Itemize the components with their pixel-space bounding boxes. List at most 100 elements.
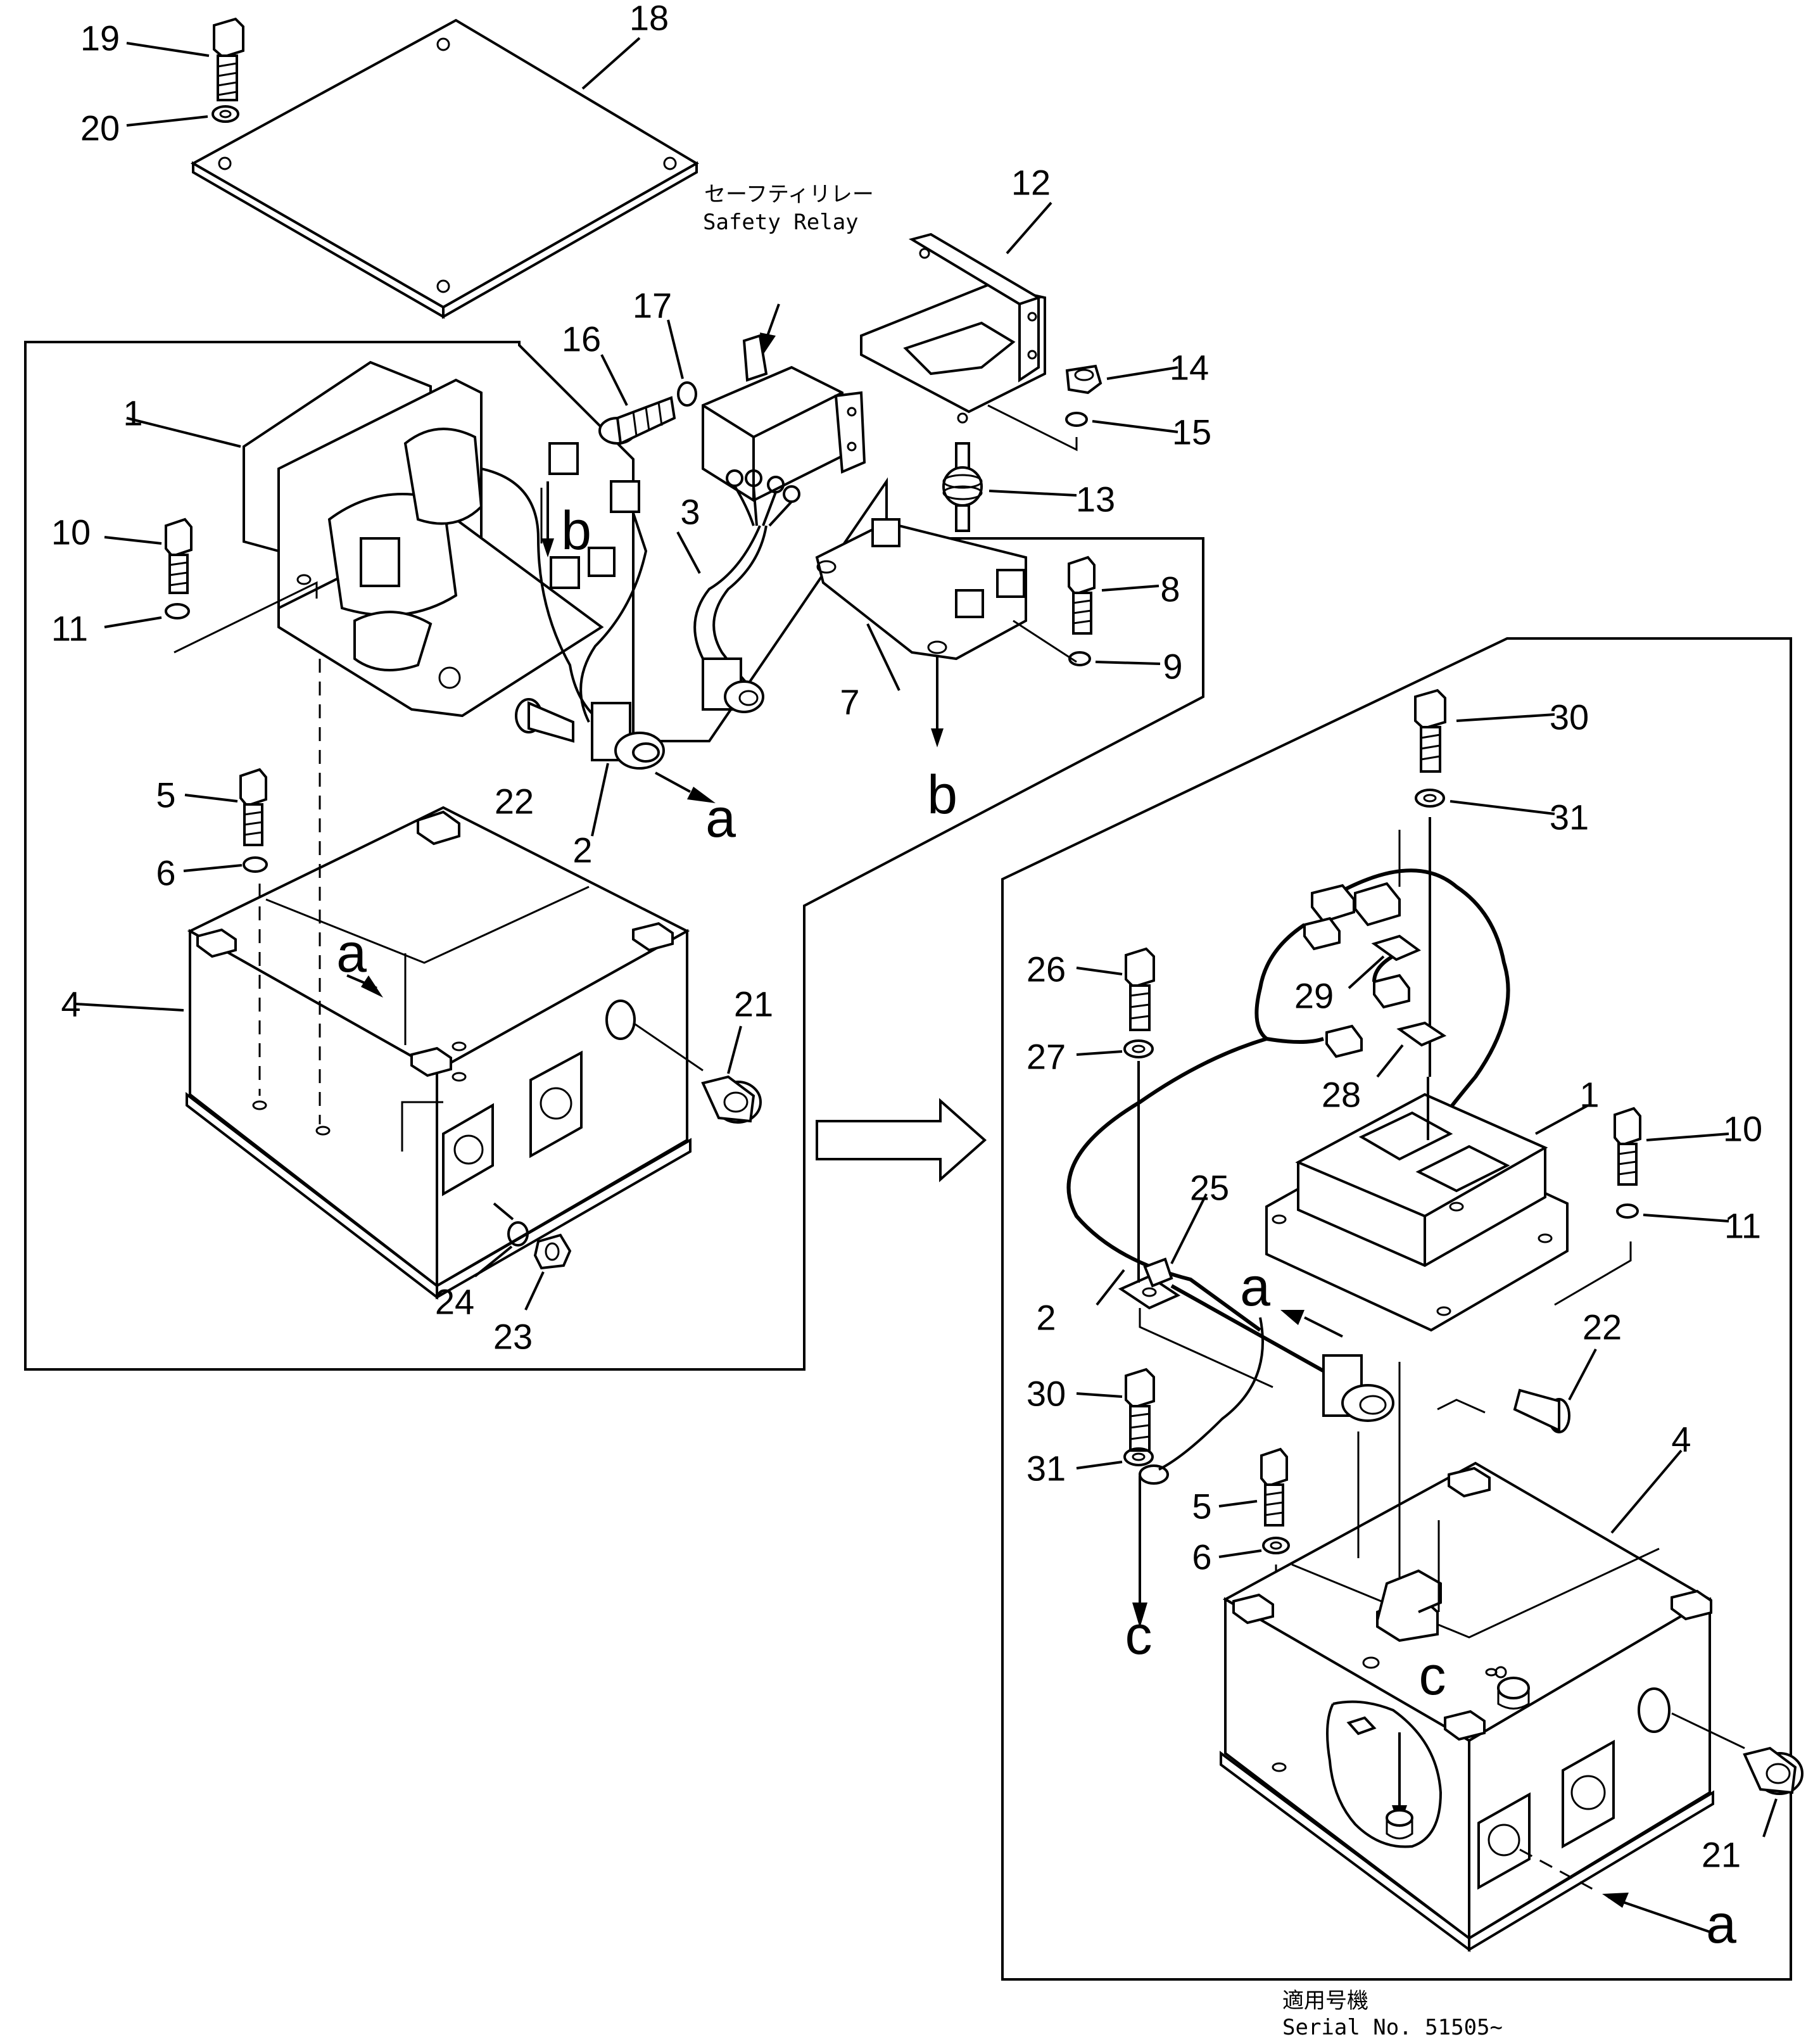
callout-27: 27 [1027, 1037, 1066, 1077]
callout-8: 8 [1160, 569, 1180, 609]
safety-relay-label-en: Safety Relay [703, 210, 859, 235]
bolt-10-new [1614, 1107, 1729, 1186]
screw-22 [515, 698, 574, 743]
callout-10: 10 [51, 512, 91, 552]
callout-13: 13 [1076, 479, 1115, 519]
callout-5: 5 [1192, 1487, 1211, 1527]
callout-2: 2 [1036, 1298, 1056, 1338]
callout-4: 4 [61, 984, 80, 1024]
callout-6: 6 [1192, 1537, 1211, 1577]
callout-29: 29 [1294, 976, 1334, 1016]
callout-14: 14 [1170, 348, 1209, 388]
callout-18: 18 [629, 0, 669, 38]
callout-9: 9 [1163, 647, 1182, 687]
old-assembly-frame [24, 341, 1204, 1371]
callout-26: 26 [1027, 949, 1066, 989]
washer-15 [1065, 412, 1178, 433]
ground-bracket [1376, 1520, 1442, 1621]
callout-19: 19 [80, 18, 120, 58]
callout-1: 1 [123, 393, 142, 433]
case-4-new [1220, 1449, 1714, 1952]
washer-27 [1076, 1039, 1154, 1283]
callout-28: 28 [1322, 1075, 1361, 1115]
connector-2-new [1096, 1269, 1486, 1422]
callout-2: 2 [572, 830, 592, 870]
callout-4: 4 [1671, 1419, 1691, 1459]
case-4-old [75, 806, 692, 1300]
callout-31: 31 [1550, 797, 1589, 837]
callout-22: 22 [495, 782, 534, 822]
washer-9 [1068, 651, 1161, 666]
callout-15: 15 [1172, 412, 1211, 452]
callout-12: 12 [1011, 163, 1051, 203]
bushing-21 [633, 1022, 762, 1124]
bolt-16 [598, 354, 676, 445]
callout-30: 30 [1027, 1374, 1066, 1414]
ref-letter-a: a [1240, 1257, 1270, 1317]
callout-17: 17 [633, 286, 672, 326]
clamp-25 [1118, 1193, 1273, 1388]
insulator-13 [942, 442, 1077, 532]
callout-20: 20 [80, 108, 120, 148]
washer-31-low [1076, 1447, 1154, 1470]
safety-relay-label-jp: セーフティリレー [704, 182, 874, 207]
callout-3: 3 [680, 492, 700, 532]
washer-20 [126, 105, 239, 127]
nut-23 [524, 1233, 572, 1311]
bracket-12 [860, 201, 1078, 452]
callout-21: 21 [1702, 1835, 1741, 1875]
bolt-5-new [1218, 1447, 1288, 1527]
ref-letter-b: b [561, 500, 591, 561]
callout-11: 11 [51, 609, 88, 649]
safety-relay [676, 303, 866, 713]
callout-23: 23 [493, 1317, 533, 1357]
bolt-30-top [1414, 689, 1555, 773]
arrow-b-7 [931, 656, 944, 747]
ref-letter-c: c [1419, 1646, 1446, 1706]
ref-letter-b: b [927, 765, 957, 825]
callout-5: 5 [156, 775, 175, 815]
callout-24: 24 [435, 1282, 474, 1322]
callout-22: 22 [1582, 1307, 1622, 1347]
washer-11 [104, 581, 318, 654]
callout-1: 1 [1579, 1075, 1599, 1115]
callout-25: 25 [1190, 1168, 1229, 1208]
ref-letter-a: a [1706, 1894, 1736, 1955]
callout-6: 6 [156, 853, 175, 893]
callout-30: 30 [1550, 697, 1589, 737]
bolt-10 [104, 517, 193, 594]
connector-2 [591, 702, 716, 837]
nut-14 [1065, 364, 1178, 395]
new-assembly-frame [1001, 637, 1792, 1981]
washer-6 [183, 856, 268, 873]
bracket-7 [815, 518, 1077, 691]
callout-31: 31 [1027, 1449, 1066, 1489]
reference-letters: b a b a a c c a [336, 500, 1736, 1955]
bolt-19 [126, 17, 244, 101]
new-relay-unit [1265, 1093, 1632, 1332]
arrow-a-new-case [1519, 1848, 1710, 1933]
washer-6-new [1218, 1537, 1290, 1558]
ref-letter-a: a [705, 788, 736, 849]
callout-16: 16 [562, 319, 601, 359]
ref-letter-c: c [1125, 1605, 1153, 1666]
bolt-30-low [1076, 1368, 1155, 1452]
arrow-a-case [346, 974, 383, 998]
transition-arrow [816, 1098, 987, 1183]
bolt-8 [1068, 555, 1159, 635]
callout-11: 11 [1724, 1206, 1761, 1246]
callout-7: 7 [840, 682, 859, 722]
bushing-21-new [1671, 1712, 1804, 1838]
bolt-5 [184, 768, 267, 846]
screw-22-new [1513, 1349, 1597, 1433]
washer-24 [474, 1202, 529, 1278]
washer-11-new [1616, 1203, 1729, 1222]
callout-10: 10 [1723, 1109, 1762, 1149]
old-relay-unit [126, 360, 648, 723]
arrow-b-down [540, 481, 554, 557]
ref-letter-a: a [336, 923, 367, 984]
cover-plate [190, 18, 699, 319]
